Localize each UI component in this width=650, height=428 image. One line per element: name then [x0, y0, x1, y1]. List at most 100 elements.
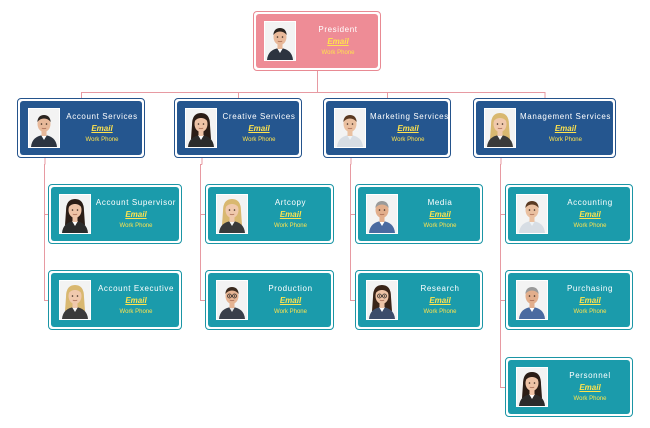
position-title: Account Services: [66, 112, 138, 121]
work-phone: Work Phone: [573, 309, 607, 315]
woman-dark-hair-icon-drawing: [517, 368, 547, 406]
position-title: Management Services: [520, 112, 611, 121]
email-link[interactable]: Email: [279, 210, 302, 219]
position-title: Personnel: [569, 371, 611, 380]
man-suit-icon-drawing: [29, 109, 59, 147]
woman-blonde-icon-drawing: [485, 109, 515, 147]
email-link[interactable]: Email: [91, 124, 113, 133]
work-phone: Work Phone: [423, 309, 457, 315]
email-link[interactable]: Email: [125, 210, 147, 219]
woman-dark-hair-icon: [185, 108, 217, 148]
man-older-icon-drawing: [367, 195, 397, 233]
woman-dark-hair-icon: [516, 367, 548, 407]
email-link[interactable]: Email: [248, 124, 270, 133]
work-phone: Work Phone: [85, 137, 119, 143]
work-phone: Work Phone: [391, 137, 425, 143]
position-title: Accounting: [567, 198, 613, 207]
position-title: Research: [420, 284, 460, 293]
position-title: Production: [268, 284, 313, 293]
woman-blonde-icon: [216, 194, 248, 234]
position-title: Media: [427, 198, 453, 207]
woman-blonde-icon: [484, 108, 516, 148]
man-casual-icon: [516, 194, 548, 234]
woman-blonde-icon-drawing: [60, 281, 90, 319]
man-suit-icon: [28, 108, 60, 148]
email-link[interactable]: Email: [397, 124, 419, 133]
email-link[interactable]: Email: [327, 37, 349, 46]
woman-blonde-icon: [59, 280, 91, 320]
work-phone: Work Phone: [274, 223, 307, 229]
position-title: Account Supervisor: [95, 198, 177, 207]
man-suit-icon-drawing: [265, 22, 295, 60]
woman-glasses-icon: [366, 280, 398, 320]
woman-glasses-icon-drawing: [367, 281, 397, 319]
position-title: President: [318, 25, 358, 34]
work-phone: Work Phone: [274, 309, 307, 315]
man-older-icon-drawing: [517, 281, 547, 319]
man-glasses-icon-drawing: [217, 281, 247, 319]
email-link[interactable]: Email: [554, 124, 577, 133]
woman-blonde-icon-drawing: [217, 195, 247, 233]
work-phone: Work Phone: [119, 223, 153, 229]
man-older-icon: [366, 194, 398, 234]
work-phone: Work Phone: [242, 137, 276, 143]
work-phone: Work Phone: [573, 223, 607, 229]
man-suit-icon: [264, 21, 296, 61]
position-title: Creative Services: [222, 112, 296, 121]
man-glasses-icon: [216, 280, 248, 320]
man-casual-icon-drawing: [335, 109, 365, 147]
email-link[interactable]: Email: [429, 296, 451, 305]
email-link[interactable]: Email: [579, 296, 601, 305]
email-link[interactable]: Email: [279, 296, 302, 305]
position-title: Purchasing: [566, 284, 614, 293]
email-link[interactable]: Email: [579, 210, 601, 219]
email-link[interactable]: Email: [579, 383, 601, 392]
work-phone: Work Phone: [321, 50, 355, 56]
position-title: Account Executive: [97, 284, 174, 293]
email-link[interactable]: Email: [125, 296, 147, 305]
email-link[interactable]: Email: [429, 210, 451, 219]
work-phone: Work Phone: [549, 137, 582, 143]
